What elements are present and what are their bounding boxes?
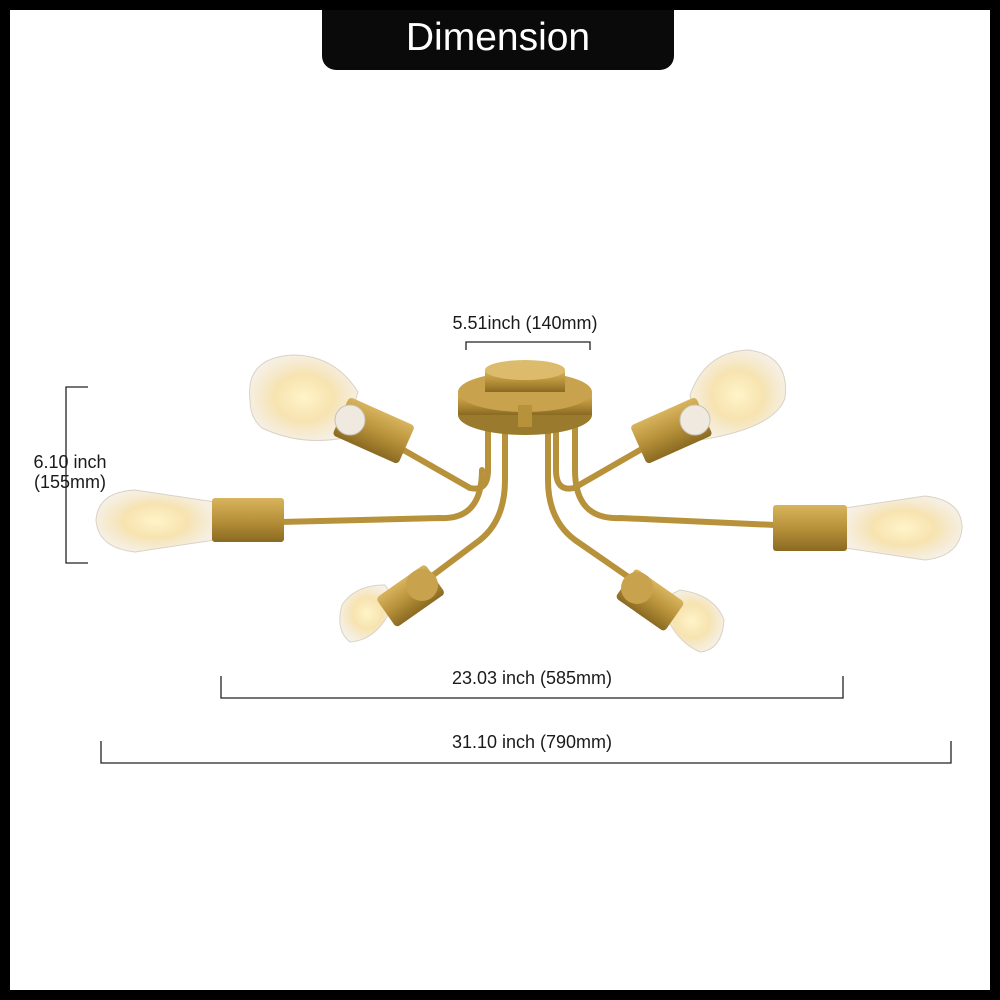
height-mm-label: (155mm)	[33, 472, 106, 492]
arm-lower-right	[545, 407, 643, 588]
height-dimension-line	[65, 386, 88, 564]
overall-width-dimension-line	[100, 741, 952, 764]
bulb-upper-right	[631, 349, 787, 464]
height-label-group: 6.10 inch (155mm)	[18, 452, 122, 492]
height-inch-label: 6.10 inch	[33, 452, 107, 472]
canopy-dimension-line	[465, 341, 591, 350]
bulb-right	[773, 495, 963, 561]
page-title: Dimension	[405, 16, 591, 59]
canopy-width-label: 5.51inch (140mm)	[452, 313, 598, 333]
overall-width-label: 31.10 inch (790mm)	[451, 732, 613, 752]
dimension-lines	[65, 341, 952, 764]
ceiling-canopy	[458, 360, 592, 435]
bulb-left	[95, 489, 284, 553]
arm-span-label: 23.03 inch (585mm)	[451, 668, 613, 688]
arm-lower-left	[417, 407, 508, 588]
arm-right	[572, 407, 778, 528]
bulb-lower-right	[616, 569, 725, 653]
lamp-arms	[277, 397, 778, 588]
bulb-lower-left	[339, 565, 444, 643]
bulb-upper-left	[249, 354, 414, 464]
arm-left	[277, 467, 485, 525]
arm-span-dimension-line	[220, 676, 844, 699]
title-banner: Dimension	[322, 10, 674, 70]
